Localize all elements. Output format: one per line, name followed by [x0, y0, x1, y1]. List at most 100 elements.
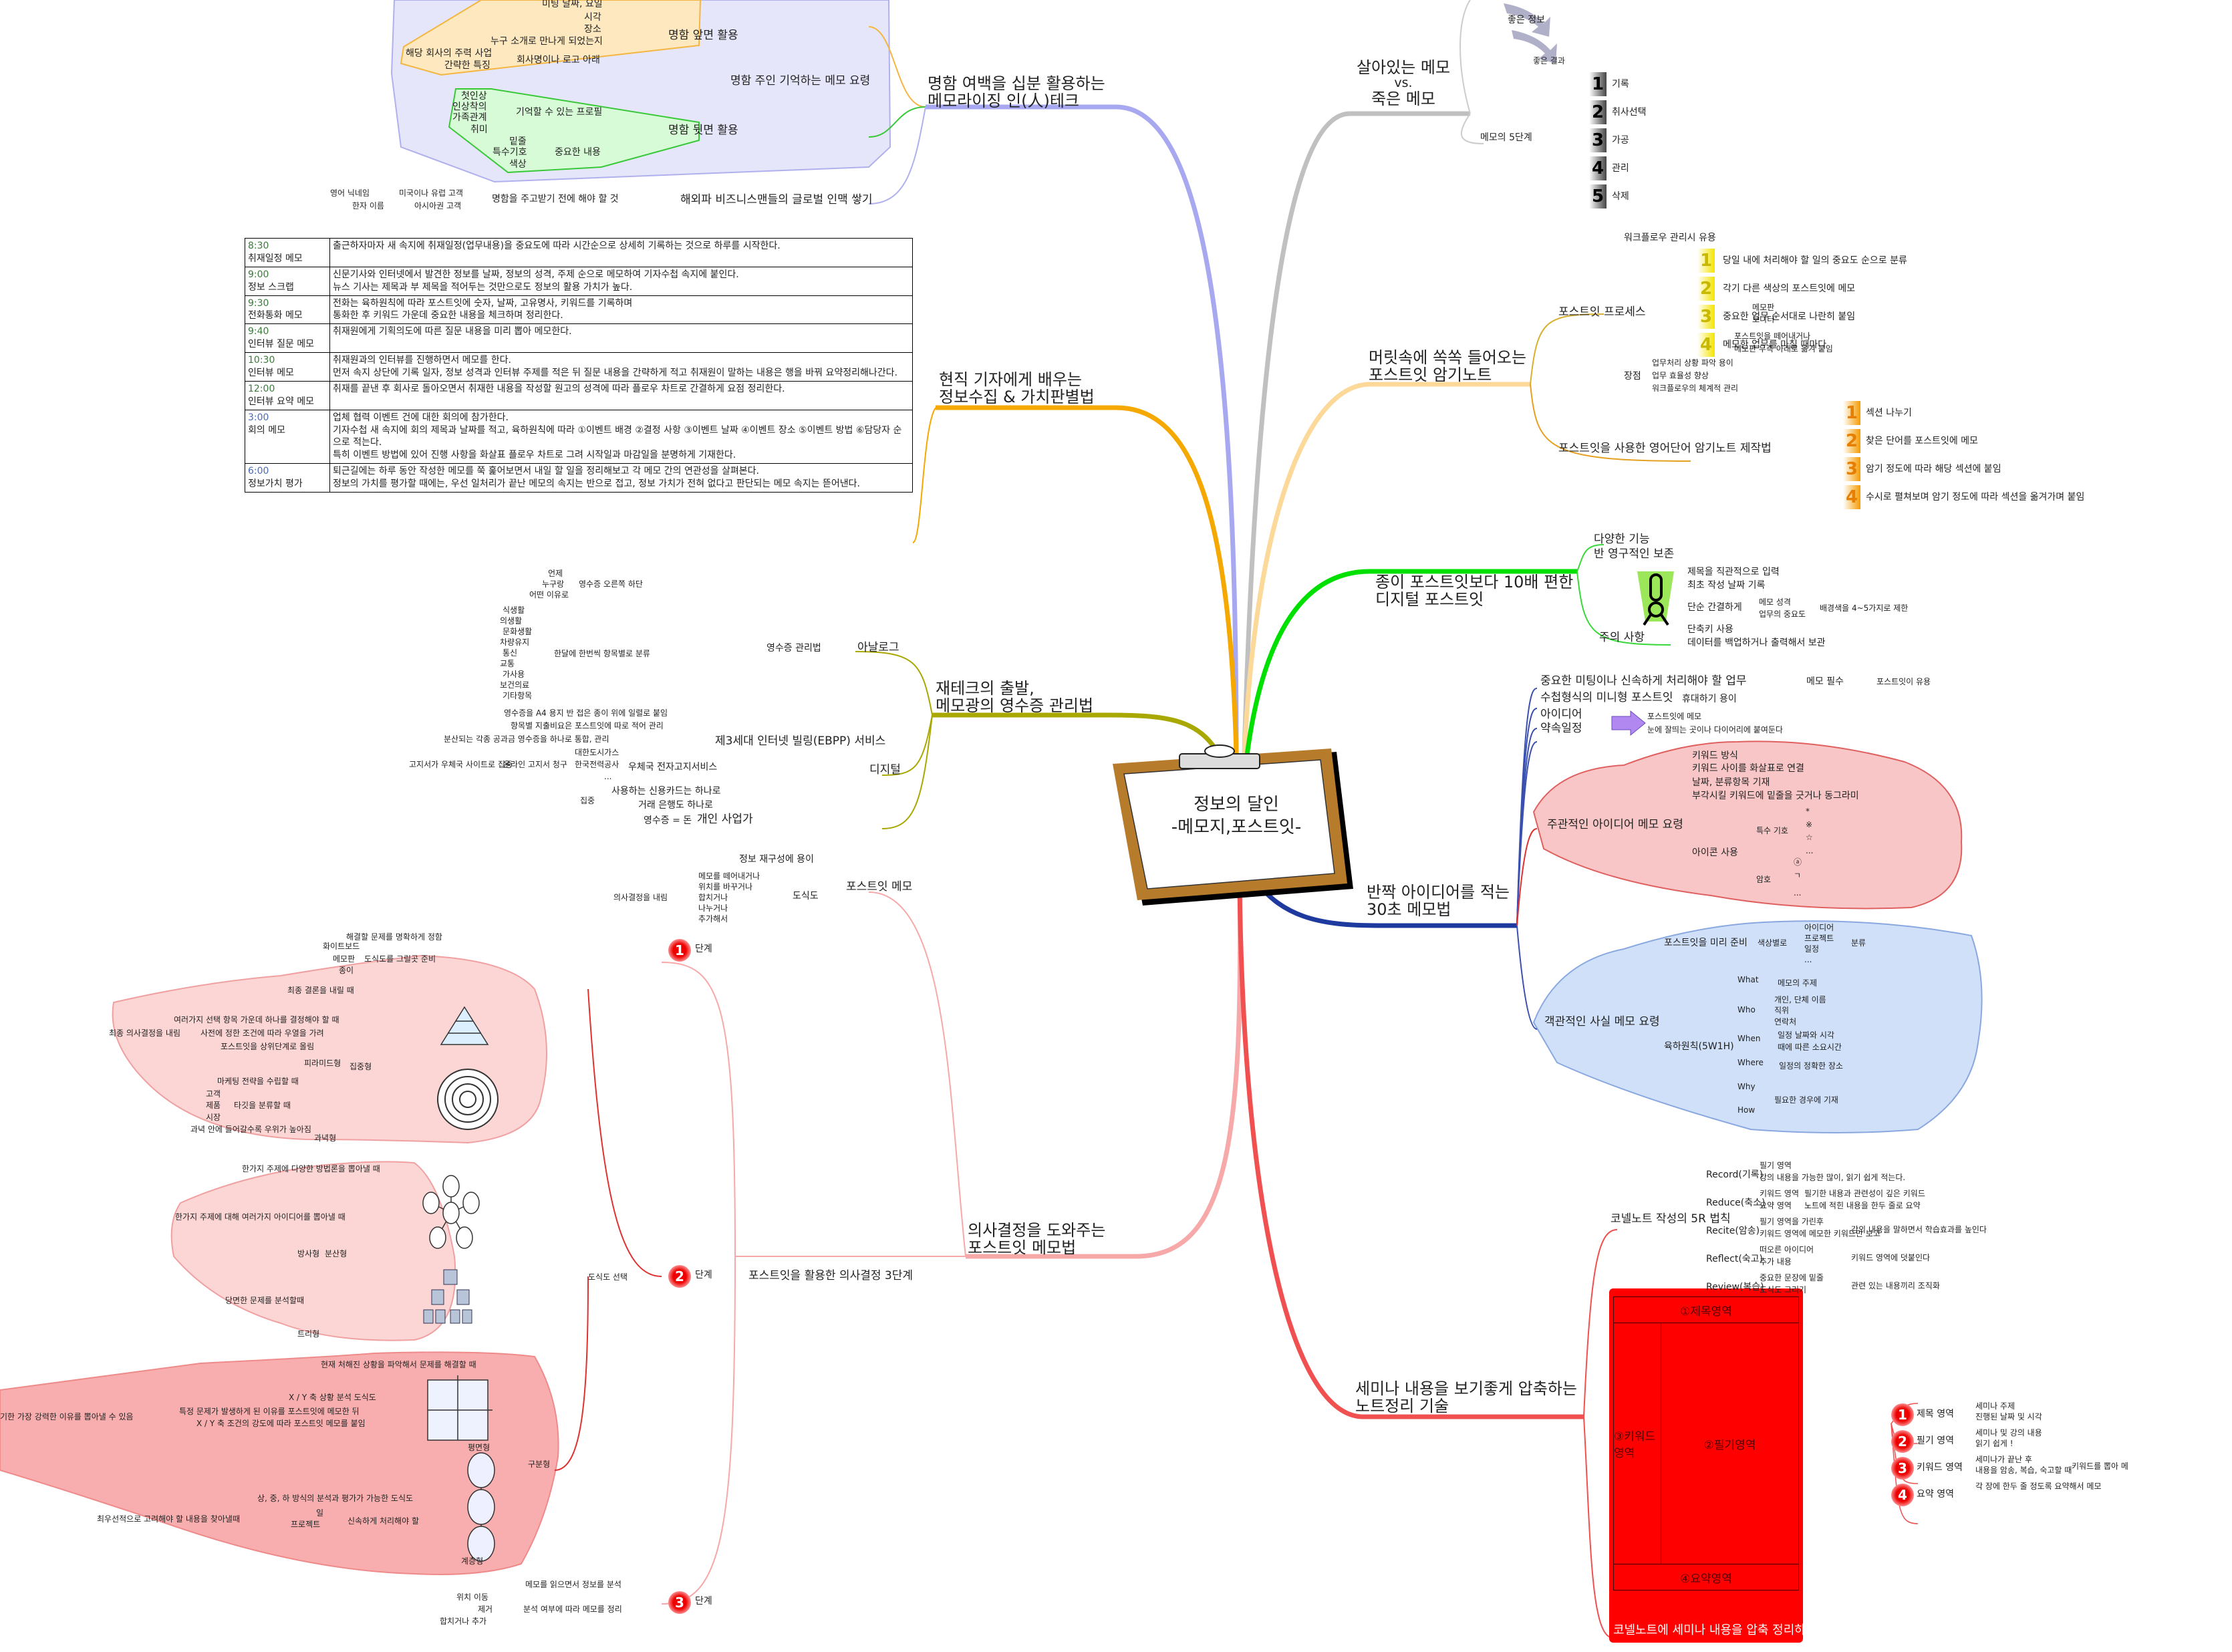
card-company-topic[interactable]: 회사명이나 로고 아래	[517, 55, 600, 65]
thirty-color-item[interactable]: ...	[1804, 955, 1812, 964]
receipt-card-one[interactable]: 사용하는 신용카드는 하나로	[611, 786, 721, 797]
receipt-monthly-item[interactable]: 의생활	[500, 616, 523, 626]
receipt-corner-item[interactable]: 어떤 이유로	[529, 590, 569, 599]
cornell-area-item[interactable]: 세미나가 끝난 후	[1975, 1455, 2032, 1464]
decision-three[interactable]: 포스트잇을 활용한 의사결정 3단계	[748, 1269, 913, 1282]
central-topic[interactable]: 정보의 달인 -메모지,포스트잇-	[1163, 794, 1310, 839]
receipt-corner-item[interactable]: 언제	[548, 569, 563, 578]
s2-urgent-item[interactable]: 일	[316, 1508, 324, 1518]
card-front-topic[interactable]: 명함 앞면 활용	[668, 29, 738, 42]
s2-priority[interactable]: 최우선적으로 고려해야 할 내용을 찾아낼때	[97, 1514, 240, 1524]
cornell-area-label[interactable]: 요약 영역	[1917, 1489, 1954, 1500]
cornell-rule-label[interactable]: Reflect(숙고)	[1706, 1254, 1764, 1264]
s2-plane[interactable]: 평면형	[468, 1443, 491, 1452]
s2-layer[interactable]: 계층형	[461, 1556, 484, 1566]
vocab-step[interactable]: 수시로 펼쳐보며 암기 정도에 따라 섹션을 옮겨가며 붙임	[1866, 492, 2085, 503]
digital-caution-item[interactable]: 제목을 직관적으로 입력	[1687, 567, 1780, 577]
thirty-who[interactable]: Who	[1737, 1005, 1756, 1014]
cornell-rule-item[interactable]: 추가 내용	[1760, 1257, 1792, 1266]
card-profile-item[interactable]: 가족관계	[452, 112, 487, 123]
card-profile-item[interactable]: 인상착의	[452, 102, 487, 112]
thirty-icons[interactable]: 아이콘 사용	[1692, 847, 1738, 858]
card-important-item[interactable]: 밑줄	[509, 136, 527, 147]
memorize-workflow[interactable]: 워크플로우 관리시 유용	[1624, 233, 1716, 243]
branch-alive-title[interactable]: 살아있는 메모 vs. 죽은 메모	[1353, 59, 1453, 108]
decision-diagram[interactable]: 도식도	[793, 891, 819, 902]
receipt-monthly-item[interactable]: 차량유지	[500, 638, 530, 647]
card-west-topic[interactable]: 미국이나 유럽 고객	[399, 188, 463, 198]
card-front-item[interactable]: 미팅 날짜, 요일	[542, 0, 603, 9]
receipt-monthly-item[interactable]: 통신	[503, 648, 518, 658]
s2-xy[interactable]: X / Y 축 상황 분석 도식도	[289, 1393, 376, 1402]
card-global-topic[interactable]: 해외파 비즈니스맨들의 글로벌 인맥 쌓기	[680, 193, 873, 206]
receipt-a4[interactable]: 영수증을 A4 용지 반 접은 종이 위에 일렬로 붙임	[504, 708, 668, 718]
receipt-monthly[interactable]: 한달에 한번씩 항목별로 분류	[554, 649, 650, 658]
thirty-color-item[interactable]: 아이디어	[1804, 923, 1834, 932]
s2-plane-note[interactable]: 현재 처해진 상황을 파악해서 문제를 해결할 때	[321, 1360, 476, 1369]
memorize-target[interactable]: 포스트잇을 떼어내거나	[1734, 331, 1811, 341]
thirty-classify[interactable]: 분류	[1851, 938, 1866, 948]
s1-tool[interactable]: 메모판	[333, 954, 356, 964]
s2-xy-item[interactable]: 특정 문제가 발생하게 된 이유를 포스트잇에 메모한 뒤	[179, 1407, 360, 1416]
memorize-target[interactable]: 메모판	[1752, 303, 1775, 312]
memorize-merits[interactable]: 장점	[1624, 371, 1641, 382]
memorize-step[interactable]: 당일 내에 처리해야 할 일의 중요도 순으로 분류	[1723, 255, 1907, 266]
memorize-merit[interactable]: 업무 효율성 향상	[1652, 371, 1709, 380]
card-front-item[interactable]: 장소	[584, 24, 601, 35]
cornell-rule-item[interactable]: 필기 영역을 가린후	[1760, 1217, 1824, 1226]
s2-target-sort[interactable]: 타깃을 분류할 때	[234, 1101, 291, 1110]
branch-reporter-title[interactable]: 현직 기자에게 배우는 정보수집 & 가치판별법	[939, 371, 1095, 406]
s2-target-item[interactable]: 시장	[206, 1113, 221, 1122]
branch-digital-title[interactable]: 종이 포스트잇보다 10배 편한 디지털 포스트잇	[1375, 573, 1573, 609]
branch-card-title[interactable]: 명함 여백을 십분 활용하는 메모라이징 인(人)테크	[928, 75, 1105, 110]
cornell-rule-item[interactable]: 키워드 영역에 메모한 키워드만 보고	[1760, 1229, 1880, 1238]
thirty-who-item[interactable]: 연락처	[1774, 1017, 1797, 1026]
s2-target-item[interactable]: 제품	[206, 1101, 221, 1110]
thirty-when-item[interactable]: 일정 날짜와 시각	[1778, 1030, 1834, 1040]
alive-step[interactable]: 삭제	[1612, 191, 1629, 202]
s2-marketing[interactable]: 마케팅 전략을 수립할 때	[217, 1077, 299, 1086]
s1-define[interactable]: 해결할 문제를 명확하게 정함	[346, 932, 442, 942]
thirty-by-color[interactable]: 색상별로	[1758, 938, 1788, 948]
s2-xy-result[interactable]: 기한 가장 강력한 이유를 뽑아낼 수 있음	[0, 1412, 134, 1421]
memorize-merit[interactable]: 워크플로우의 체계적 관리	[1652, 384, 1739, 393]
s3-arrange[interactable]: 분석 여부에 따라 메모를 정리	[523, 1605, 622, 1614]
cornell-area-label[interactable]: 제목 영역	[1917, 1409, 1954, 1419]
cornell-area-label[interactable]: 키워드 영역	[1917, 1462, 1963, 1473]
cornell-rule-item[interactable]: 키워드 영역	[1760, 1189, 1800, 1198]
receipt-monthly-item[interactable]: 기타항목	[503, 691, 533, 700]
card-profile-item[interactable]: 취미	[470, 124, 488, 135]
alive-step[interactable]: 취사선택	[1612, 107, 1647, 118]
alive-step[interactable]: 기록	[1612, 79, 1629, 90]
vocab-step[interactable]: 섹션 나누기	[1866, 408, 1912, 418]
s2-concentrate[interactable]: 집중형	[350, 1062, 372, 1071]
receipt-ebpp-note[interactable]: 분산되는 각종 공과금 영수증을 하나로 통합, 관리	[444, 734, 609, 744]
cornell-rule-label[interactable]: Review(복습)	[1706, 1282, 1764, 1292]
receipt-ebpp[interactable]: 제3세대 인터넷 빌링(EBPP) 서비스	[715, 734, 886, 748]
s3-item[interactable]: 제거	[478, 1605, 493, 1614]
decision-diagram-item[interactable]: 메모를 떼어내거나	[698, 871, 760, 881]
cornell-rule-item[interactable]: 중요한 문장에 밑줄	[1760, 1273, 1824, 1282]
digital-caution-item[interactable]: 최초 작성 날짜 기록	[1687, 580, 1766, 591]
s2-pyr-item[interactable]: 사전에 정한 조건에 따라 우열을 가려	[200, 1028, 324, 1038]
thirty-code[interactable]: 암호	[1756, 875, 1772, 884]
card-back-topic[interactable]: 명함 뒷면 활용	[668, 124, 738, 137]
card-before-topic[interactable]: 명함을 주고받기 전에 해야 할 것	[492, 194, 619, 204]
digital-feature[interactable]: 반 영구적인 보존	[1594, 547, 1675, 561]
thirty-what-note[interactable]: 메모의 주제	[1778, 978, 1818, 988]
cornell-rule-label[interactable]: Reduce(축소)	[1706, 1198, 1766, 1208]
cornell-area-item[interactable]: 세미나 주제	[1975, 1401, 2015, 1411]
thirty-how[interactable]: How	[1737, 1105, 1756, 1115]
s2-xy-item[interactable]: X / Y 축 조건의 강도에 따라 포스트잇 메모를 붙임	[196, 1419, 366, 1428]
card-important-item[interactable]: 색상	[509, 159, 527, 170]
thirty-objective[interactable]: 객관적인 사실 메모 요령	[1544, 1015, 1660, 1028]
digital-simple-item[interactable]: 메모 성격	[1759, 597, 1791, 607]
s3-item[interactable]: 위치 이동	[456, 1593, 489, 1602]
thirty-subj-item[interactable]: 키워드 방식	[1692, 750, 1738, 761]
thirty-when[interactable]: When	[1737, 1034, 1761, 1043]
thirty-code-item[interactable]: ㄱ	[1794, 871, 1802, 880]
card-profile-topic[interactable]: 기억할 수 있는 프로필	[516, 107, 603, 118]
decision-reconstruct[interactable]: 정보 재구성에 용이	[739, 854, 814, 865]
receipt-personal[interactable]: 개인 사업가	[697, 813, 753, 826]
s2-layer-note[interactable]: 상, 중, 하 방식의 분석과 평가가 가능한 도식도	[257, 1494, 414, 1503]
